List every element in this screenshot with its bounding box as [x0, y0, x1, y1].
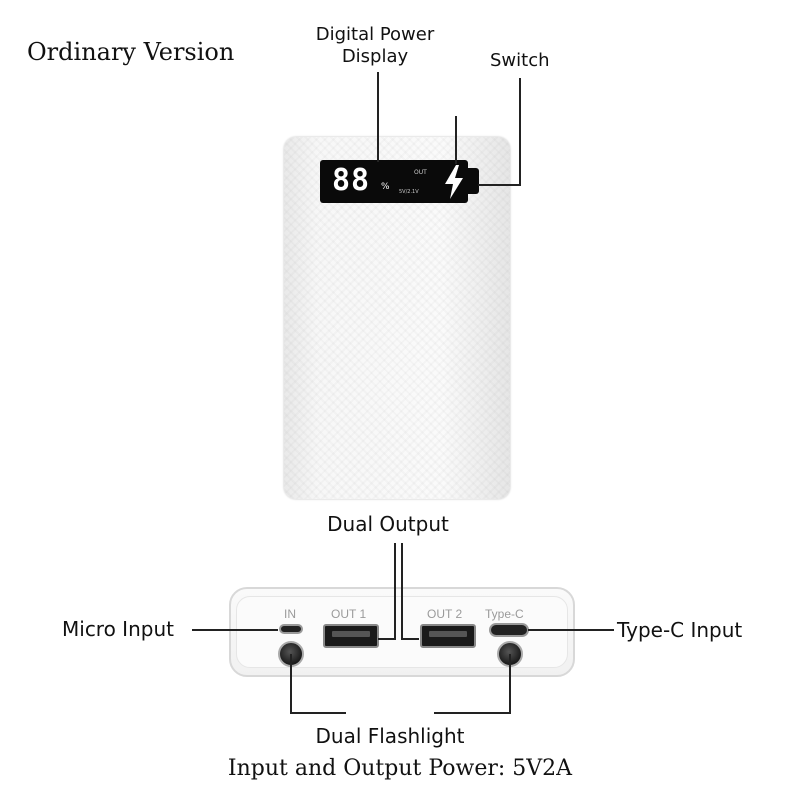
dual-output-leader-connector-left: [378, 638, 396, 640]
switch-leader-line-vertical: [519, 78, 521, 186]
flashlight-left-leader-line: [290, 654, 292, 714]
flashlight-right-leader-connector: [434, 712, 511, 714]
usb-out2-port[interactable]: [420, 624, 476, 648]
dual-flashlight-callout: Dual Flashlight: [315, 724, 465, 748]
lcd-digits: 88: [332, 163, 371, 198]
digital-display-callout-line1: Digital Power: [315, 24, 435, 45]
dual-output-leader-line-left: [394, 543, 396, 640]
usb-out1-port[interactable]: [323, 624, 379, 648]
flashlight-right: [497, 641, 523, 667]
micro-input-callout: Micro Input: [62, 617, 174, 641]
switch-callout: Switch: [490, 50, 550, 71]
lcd-voltage-indicator: 5V/2.1V: [399, 189, 419, 195]
digital-display-callout: Digital Power Display: [300, 24, 450, 68]
display-leader-line: [377, 72, 379, 162]
port-label-typec: Type-C: [485, 607, 524, 621]
digital-display-callout-line2: Display: [341, 46, 409, 67]
lcd-display: 88 % OUT 5V/2.1V: [320, 160, 468, 203]
port-label-out1: OUT 1: [331, 607, 367, 621]
switch-leader-line-horizontal: [478, 184, 521, 186]
dual-output-callout: Dual Output: [327, 512, 449, 536]
micro-usb-port[interactable]: [279, 624, 303, 634]
port-label-in: IN: [284, 607, 296, 621]
lcd-out-indicator: OUT: [414, 169, 427, 176]
dual-output-leader-connector-right: [401, 638, 419, 640]
power-spec-caption: Input and Output Power: 5V2A: [227, 756, 573, 781]
version-title: Ordinary Version: [27, 38, 235, 66]
dual-output-leader-line-right: [401, 543, 403, 640]
switch-top-leader-line: [455, 116, 457, 164]
lightning-bolt-icon: [445, 165, 463, 199]
micro-input-leader-line: [192, 629, 278, 631]
power-switch-button[interactable]: [466, 168, 479, 194]
port-label-out2: OUT 2: [427, 607, 463, 621]
flashlight-right-leader-line: [509, 654, 511, 714]
lcd-percent-sign: %: [381, 182, 390, 192]
flashlight-left-leader-connector: [290, 712, 346, 714]
typec-port[interactable]: [489, 623, 529, 637]
typec-input-leader-line: [528, 629, 614, 631]
typec-input-callout: Type-C Input: [617, 618, 743, 642]
